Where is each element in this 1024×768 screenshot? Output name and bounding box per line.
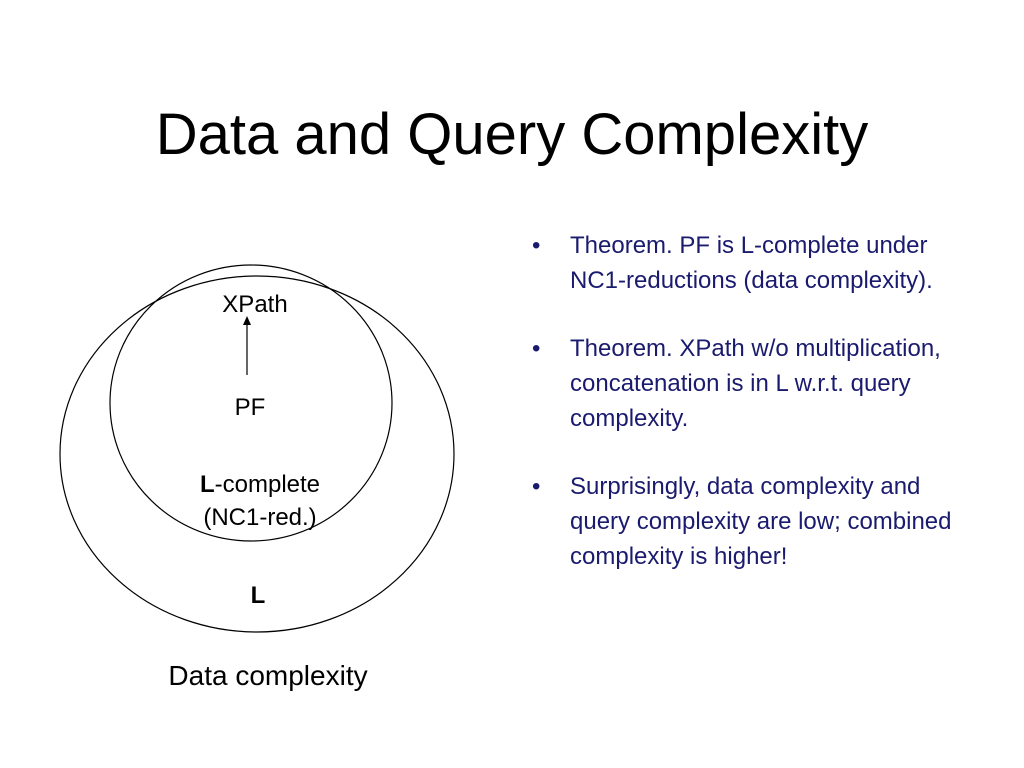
bullet-text: Surprisingly, data complexity and query … <box>570 473 952 570</box>
bullet-item: • Surprisingly, data complexity and query… <box>532 469 972 574</box>
bullet-icon: • <box>532 335 541 362</box>
bullet-item: • Theorem. XPath w/o multiplication, conc… <box>532 331 972 436</box>
bullet-list: • Theorem. PF is L-complete under NC1-red… <box>532 228 972 607</box>
bullet-text: Theorem. PF is L-complete under NC1-redu… <box>570 232 933 294</box>
inner-circle-l-complete <box>109 264 393 542</box>
pf-label: PF <box>234 394 266 421</box>
bullet-icon: • <box>532 232 541 259</box>
l-complete-label: L-complete <box>170 470 350 500</box>
bullet-icon: • <box>532 473 541 500</box>
xpath-label: XPath <box>222 291 288 318</box>
slide-title: Data and Query Complexity <box>155 102 869 167</box>
outer-l-label: L <box>250 582 266 609</box>
arrowhead-icon <box>243 316 251 325</box>
bullet-text: Theorem. XPath w/o multiplication, conca… <box>570 335 941 432</box>
bullet-item: • Theorem. PF is L-complete under NC1-red… <box>532 228 972 298</box>
diagram-caption: Data complexity <box>168 660 368 691</box>
nc1-label: (NC1-red.) <box>203 504 317 531</box>
outer-circle-l <box>59 275 455 633</box>
l-complete-rest: -complete <box>214 471 321 498</box>
l-bold: L <box>199 471 215 498</box>
